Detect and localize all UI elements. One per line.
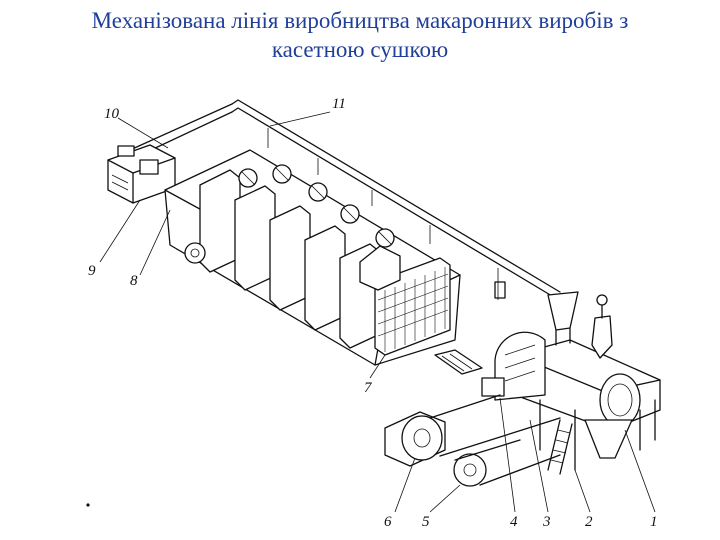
callout-7: 7 (364, 380, 373, 396)
callout-5: 5 (422, 514, 430, 530)
callout-3: 3 (542, 514, 551, 530)
callout-2: 2 (585, 514, 593, 530)
stray-dot (86, 503, 90, 507)
callout-9: 9 (88, 263, 96, 279)
callout-1: 1 (650, 514, 658, 530)
control-cabinets (107, 144, 176, 204)
leader-lines (99, 111, 656, 513)
callout-labels: 10 11 9 8 7 6 5 4 3 2 1 (88, 96, 658, 530)
callout-8: 8 (130, 273, 138, 289)
title-line-2: касетною сушкою (271, 37, 449, 62)
callout-11: 11 (332, 96, 346, 112)
callout-6: 6 (384, 514, 392, 530)
title-line-1: Механізована лінія виробництва макаронни… (91, 8, 629, 33)
callout-10: 10 (104, 106, 120, 122)
callout-4: 4 (510, 514, 518, 530)
cassette-dryer (164, 149, 461, 366)
press-unit (434, 291, 661, 475)
overhead-conveyor (129, 99, 561, 300)
belt-drive (384, 394, 561, 487)
slide-title: Механізована лінія виробництва макаронни… (10, 6, 710, 64)
